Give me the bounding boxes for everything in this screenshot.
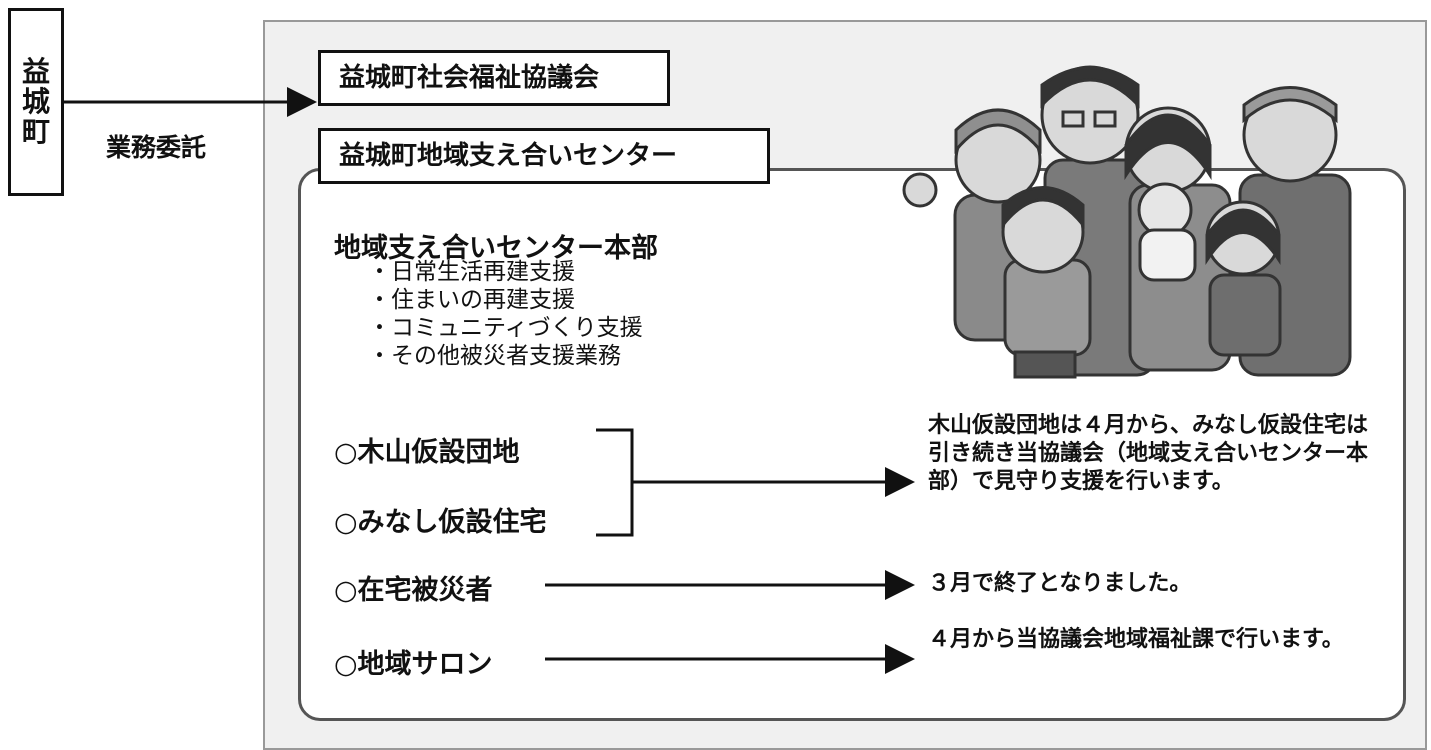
note-salon: ４月から当協議会地域福祉課で行います。	[928, 627, 1344, 652]
note-zaitaku: ３月で終了となりました。	[928, 571, 1192, 596]
center-name-box: 益城町地域支え合いセンター	[318, 128, 770, 184]
town-box: 益 城 町	[8, 8, 64, 196]
hq-title: 地域支え合いセンター本部	[334, 233, 658, 264]
item-minashi: ○みなし仮設住宅	[334, 507, 547, 538]
delegation-label: 業務委託	[106, 133, 207, 162]
task-item: ・住まいの再建支援	[368, 287, 575, 313]
town-label-char-2: 城	[21, 85, 50, 118]
council-name-box: 益城町社会福祉協議会	[318, 50, 670, 106]
group-bracket	[596, 428, 634, 537]
item-zaitaku: ○在宅被災者	[334, 575, 493, 606]
task-list: ・日常生活再建支援 ・住まいの再建支援 ・コミュニティづくり支援 ・その他被災者…	[368, 258, 643, 370]
item-salon: ○地域サロン	[334, 649, 493, 680]
town-label-char-3: 町	[21, 115, 50, 148]
family-illustration	[902, 65, 1352, 379]
task-item: ・コミュニティづくり支援	[368, 315, 643, 341]
task-item: ・日常生活再建支援	[368, 259, 575, 285]
note-kiyama-minashi: 木山仮設団地は４月から、みなし仮設住宅は引き続き当協議会（地域支え合いセンター本…	[928, 413, 1369, 494]
task-item: ・その他被災者支援業務	[368, 343, 621, 369]
town-label-char-1: 益	[21, 55, 50, 88]
item-kiyama: ○木山仮設団地	[334, 437, 520, 468]
